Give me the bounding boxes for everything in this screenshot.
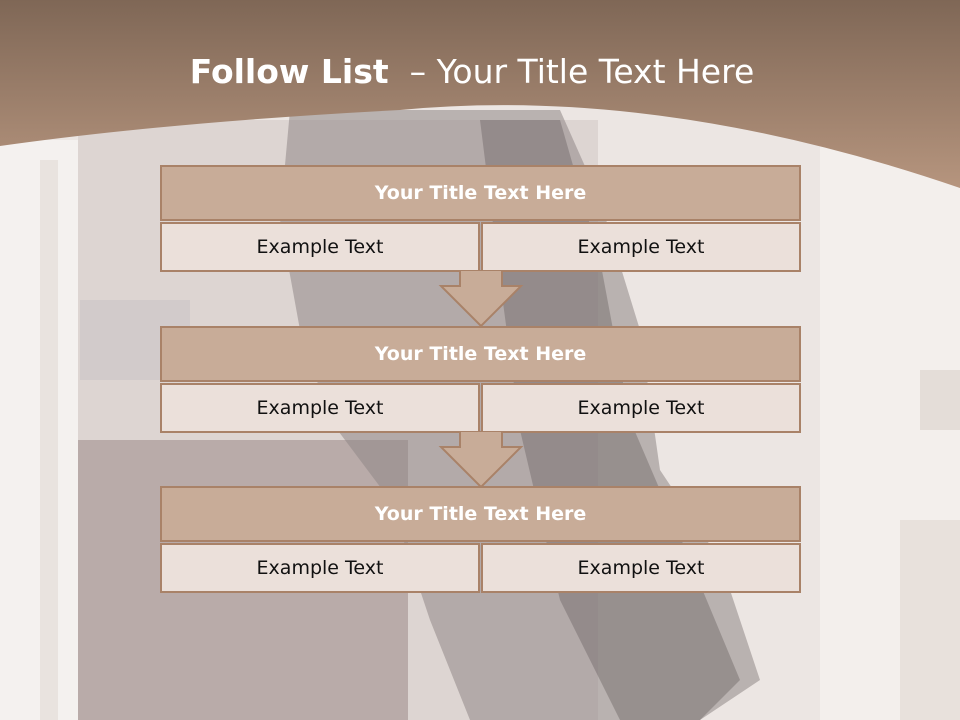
slide-title: Follow List – Your Title Text Here xyxy=(0,52,944,91)
down-arrow-1 xyxy=(438,270,524,328)
block-2-row: Example Text Example Text xyxy=(160,383,801,433)
block-1-cell-left: Example Text xyxy=(160,222,480,272)
block-3-cell-left: Example Text xyxy=(160,543,480,593)
title-bold: Follow List xyxy=(189,52,389,91)
list-block-3: Your Title Text Here Example Text Exampl… xyxy=(160,486,801,593)
block-2-title: Your Title Text Here xyxy=(160,326,801,382)
block-2-cell-left: Example Text xyxy=(160,383,480,433)
block-3-title: Your Title Text Here xyxy=(160,486,801,542)
title-rest: – Your Title Text Here xyxy=(409,52,755,91)
block-3-cell-right: Example Text xyxy=(481,543,801,593)
block-3-row: Example Text Example Text xyxy=(160,543,801,593)
title-banner xyxy=(0,0,960,188)
block-1-cell-right: Example Text xyxy=(481,222,801,272)
list-block-1: Your Title Text Here Example Text Exampl… xyxy=(160,165,801,272)
down-arrow-2 xyxy=(438,431,524,489)
block-1-row: Example Text Example Text xyxy=(160,222,801,272)
block-2-cell-right: Example Text xyxy=(481,383,801,433)
list-block-2: Your Title Text Here Example Text Exampl… xyxy=(160,326,801,433)
block-1-title: Your Title Text Here xyxy=(160,165,801,221)
